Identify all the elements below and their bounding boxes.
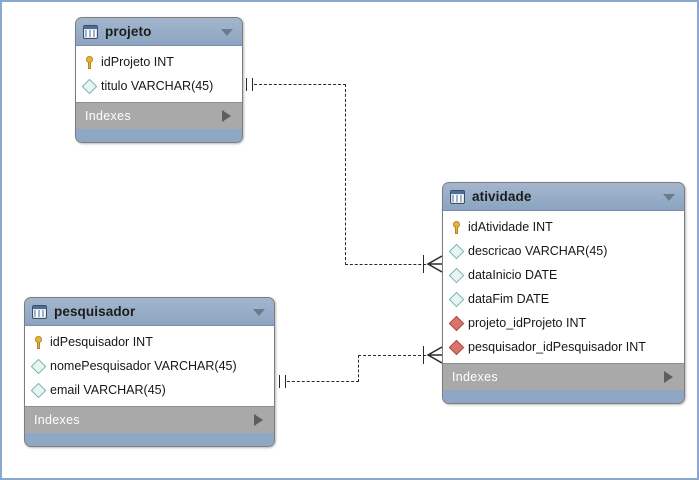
key-icon [33,335,44,349]
table-atividade-columns: idAtividade INT descricao VARCHAR(45) da… [443,211,684,363]
indexes-label: Indexes [85,109,131,123]
relationship-1-segment-h2 [345,264,431,265]
table-atividade-header[interactable]: atividade [443,183,684,211]
relationship-1-segment-h1 [254,84,346,85]
chevron-down-icon[interactable] [253,308,265,316]
column-label: titulo VARCHAR(45) [101,79,214,93]
table-pesquisador-header[interactable]: pesquisador [25,298,274,326]
table-projeto-columns: idProjeto INT titulo VARCHAR(45) [76,46,242,102]
column-row[interactable]: idAtividade INT [443,215,684,239]
diamond-icon [30,382,47,398]
indexes-label: Indexes [452,370,498,384]
column-row[interactable]: idPesquisador INT [25,330,274,354]
relationship-2-crowsfoot-marker [423,346,443,364]
relationship-1-crowsfoot-marker [423,255,443,273]
relationship-1-one-marker [246,78,254,91]
column-label: dataFim DATE [468,292,550,306]
relationship-2-segment-h2 [358,355,431,356]
table-projeto[interactable]: projeto idProjeto INT titulo VARCHAR(45)… [75,17,243,143]
table-icon [83,24,98,39]
table-projeto-indexes-bar[interactable]: Indexes [76,102,242,129]
column-row[interactable]: dataInicio DATE [443,263,684,287]
chevron-down-icon[interactable] [663,193,675,201]
key-icon [84,55,95,69]
table-projeto-footer [76,129,242,142]
chevron-right-icon[interactable] [222,110,231,122]
column-label: nomePesquisador VARCHAR(45) [50,359,237,373]
table-pesquisador-footer [25,433,274,446]
table-projeto-header[interactable]: projeto [76,18,242,46]
fk-diamond-icon [448,339,465,355]
column-row[interactable]: email VARCHAR(45) [25,378,274,402]
key-icon [451,220,462,234]
column-row[interactable]: titulo VARCHAR(45) [76,74,242,98]
column-label: projeto_idProjeto INT [468,316,587,330]
table-pesquisador-indexes-bar[interactable]: Indexes [25,406,274,433]
column-label: idPesquisador INT [50,335,153,349]
fk-diamond-icon [448,315,465,331]
table-icon [32,304,47,319]
table-atividade[interactable]: atividade idAtividade INT descricao VARC… [442,182,685,404]
column-label: idProjeto INT [101,55,174,69]
table-atividade-indexes-bar[interactable]: Indexes [443,363,684,390]
column-label: pesquisador_idPesquisador INT [468,340,646,354]
column-row[interactable]: pesquisador_idPesquisador INT [443,335,684,359]
table-icon [450,189,465,204]
indexes-label: Indexes [34,413,80,427]
diamond-icon [81,78,98,94]
column-label: email VARCHAR(45) [50,383,166,397]
table-pesquisador[interactable]: pesquisador idPesquisador INT nomePesqui… [24,297,275,447]
column-row[interactable]: descricao VARCHAR(45) [443,239,684,263]
column-row[interactable]: nomePesquisador VARCHAR(45) [25,354,274,378]
column-label: dataInicio DATE [468,268,558,282]
table-pesquisador-title: pesquisador [54,304,136,319]
relationship-2-segment-v [358,355,359,382]
column-label: idAtividade INT [468,220,553,234]
diamond-icon [448,243,465,259]
table-pesquisador-columns: idPesquisador INT nomePesquisador VARCHA… [25,326,274,406]
table-projeto-title: projeto [105,24,152,39]
diamond-icon [448,291,465,307]
chevron-right-icon[interactable] [254,414,263,426]
relationship-2-segment-h1 [287,381,359,382]
chevron-down-icon[interactable] [221,28,233,36]
relationship-1-segment-v [345,84,346,265]
diamond-icon [448,267,465,283]
column-row[interactable]: projeto_idProjeto INT [443,311,684,335]
column-row[interactable]: dataFim DATE [443,287,684,311]
chevron-right-icon[interactable] [664,371,673,383]
column-label: descricao VARCHAR(45) [468,244,608,258]
column-row[interactable]: idProjeto INT [76,50,242,74]
relationship-2-one-marker [279,375,287,388]
table-atividade-title: atividade [472,189,532,204]
diamond-icon [30,358,47,374]
table-atividade-footer [443,390,684,403]
